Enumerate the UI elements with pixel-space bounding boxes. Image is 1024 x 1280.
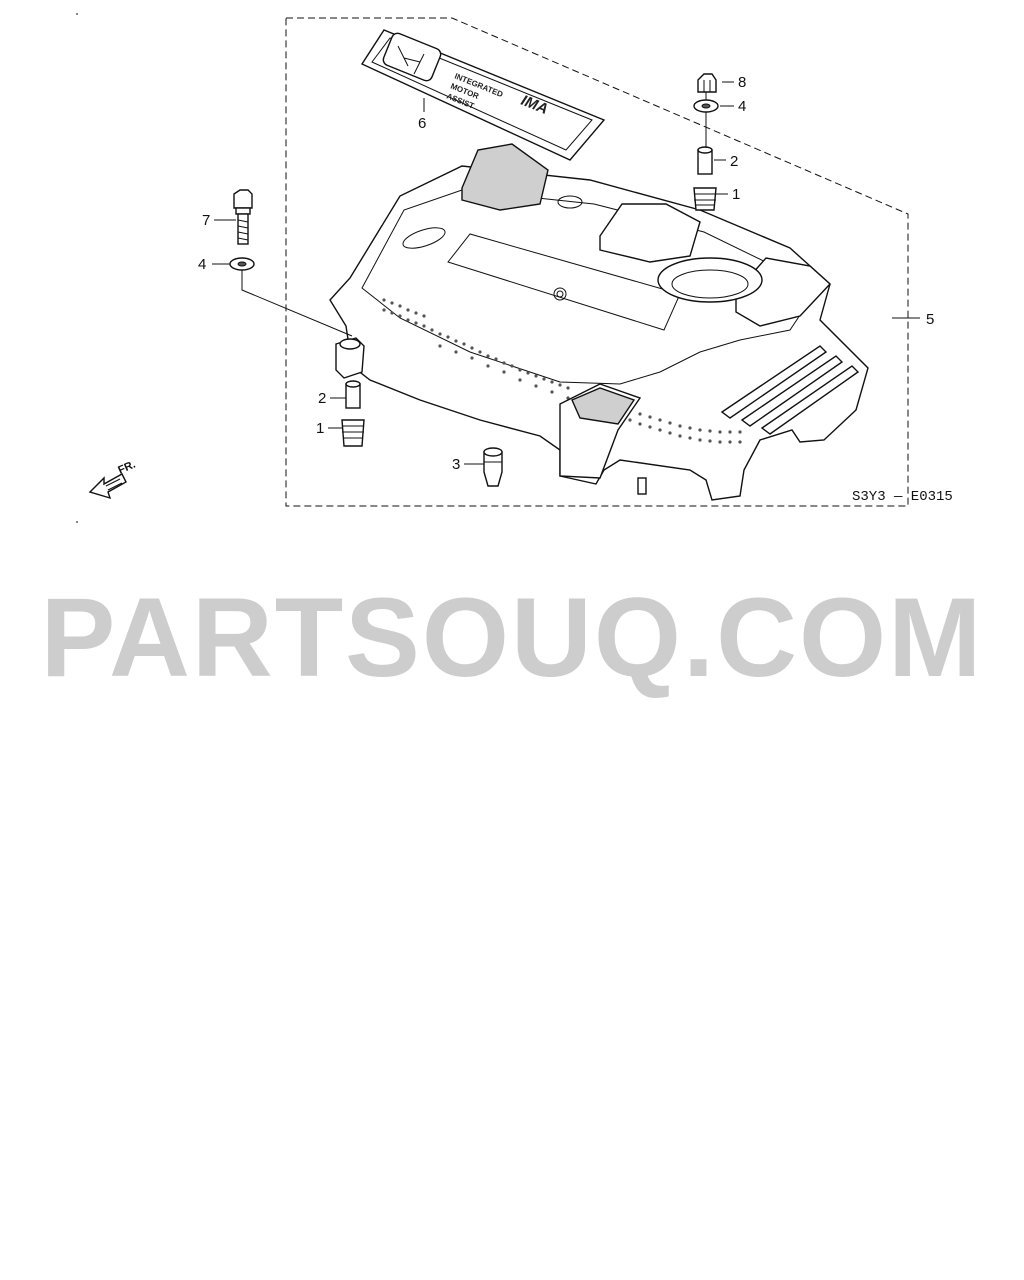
left-vent	[382, 298, 570, 400]
engine-cover[interactable]	[329, 143, 869, 501]
callout-7: 7	[202, 212, 210, 229]
callout-2-left: 2	[318, 390, 326, 407]
honda-logo-icon	[382, 32, 442, 82]
callout-4-right: 4	[738, 98, 746, 115]
part-4-washer-left[interactable]	[229, 257, 255, 271]
part-1-grommet-left[interactable]	[341, 419, 365, 447]
callout-1-right: 1	[732, 186, 740, 203]
right-vent	[628, 412, 742, 444]
part-2-collar-left[interactable]	[345, 380, 361, 409]
callout-3: 3	[452, 456, 460, 473]
parts-diagram: INTEGRATED MOTOR ASSIST IMA	[76, 13, 953, 523]
callout-2-right: 2	[730, 153, 738, 170]
front-arrow-icon	[88, 473, 127, 500]
callout-5: 5	[926, 311, 934, 328]
watermark: PARTSOUQ.COM	[40, 575, 984, 700]
diagram-code: S3Y3 — E0315	[852, 489, 953, 505]
part-8-nut-right[interactable]	[697, 73, 717, 93]
front-indicator-label: FR.	[116, 459, 137, 477]
part-3-grommet[interactable]	[483, 447, 503, 487]
emblem-plate[interactable]: INTEGRATED MOTOR ASSIST IMA	[360, 29, 606, 161]
part-2-collar-right[interactable]	[697, 146, 713, 175]
cover-mount-bushing[interactable]	[335, 337, 365, 379]
callout-1-left: 1	[316, 420, 324, 437]
part-4-washer-right[interactable]	[693, 99, 719, 113]
callout-4-left: 4	[198, 256, 206, 273]
callout-6: 6	[418, 115, 426, 132]
right-slots	[720, 345, 860, 435]
part-7-bolt-left[interactable]	[233, 189, 253, 245]
part-1-grommet-right[interactable]	[693, 187, 717, 211]
assembly-boundary	[285, 17, 909, 507]
callout-8: 8	[738, 74, 746, 91]
